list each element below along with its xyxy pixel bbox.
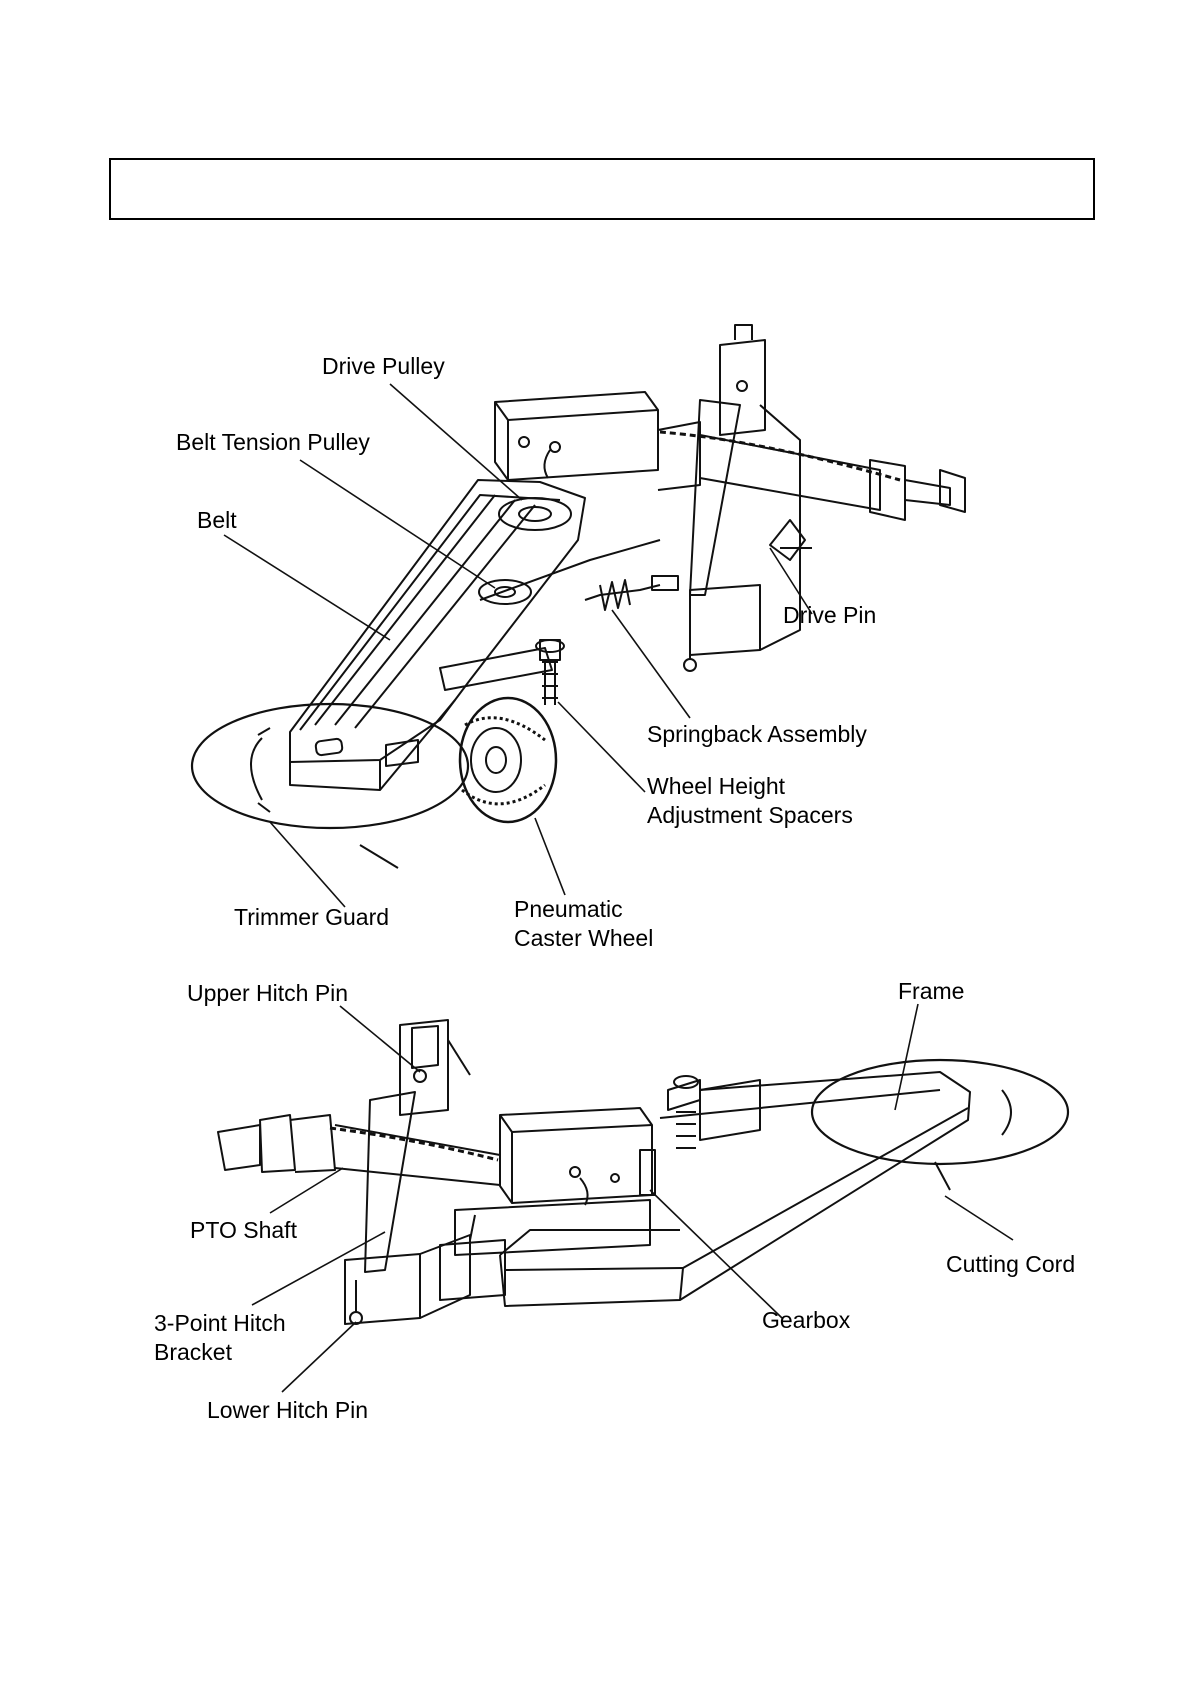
label-cutting-cord: Cutting Cord bbox=[946, 1250, 1075, 1279]
label-pneumatic-caster-wheel: Pneumatic Caster Wheel bbox=[514, 895, 653, 953]
label-pneumatic-line1: Pneumatic bbox=[514, 895, 653, 924]
label-drive-pin: Drive Pin bbox=[783, 601, 876, 630]
label-trimmer-guard: Trimmer Guard bbox=[234, 903, 389, 932]
label-hitch-bracket-line1: 3-Point Hitch bbox=[154, 1309, 286, 1338]
label-frame: Frame bbox=[898, 977, 964, 1006]
label-upper-hitch-pin: Upper Hitch Pin bbox=[187, 979, 348, 1008]
label-3-point-hitch-bracket: 3-Point Hitch Bracket bbox=[154, 1309, 286, 1367]
label-belt-tension-pulley: Belt Tension Pulley bbox=[176, 428, 370, 457]
label-wheel-height-spacers: Wheel Height Adjustment Spacers bbox=[647, 772, 853, 830]
label-wheel-height-line1: Wheel Height bbox=[647, 772, 853, 801]
label-wheel-height-line2: Adjustment Spacers bbox=[647, 801, 853, 830]
label-drive-pulley: Drive Pulley bbox=[322, 352, 445, 381]
label-hitch-bracket-line2: Bracket bbox=[154, 1338, 286, 1367]
label-pneumatic-line2: Caster Wheel bbox=[514, 924, 653, 953]
label-springback-assembly: Springback Assembly bbox=[647, 720, 867, 749]
label-pto-shaft: PTO Shaft bbox=[190, 1216, 297, 1245]
label-lower-hitch-pin: Lower Hitch Pin bbox=[207, 1396, 368, 1425]
bottom-trimmer-drawing bbox=[218, 1020, 1068, 1324]
label-gearbox: Gearbox bbox=[762, 1306, 850, 1335]
label-belt: Belt bbox=[197, 506, 237, 535]
